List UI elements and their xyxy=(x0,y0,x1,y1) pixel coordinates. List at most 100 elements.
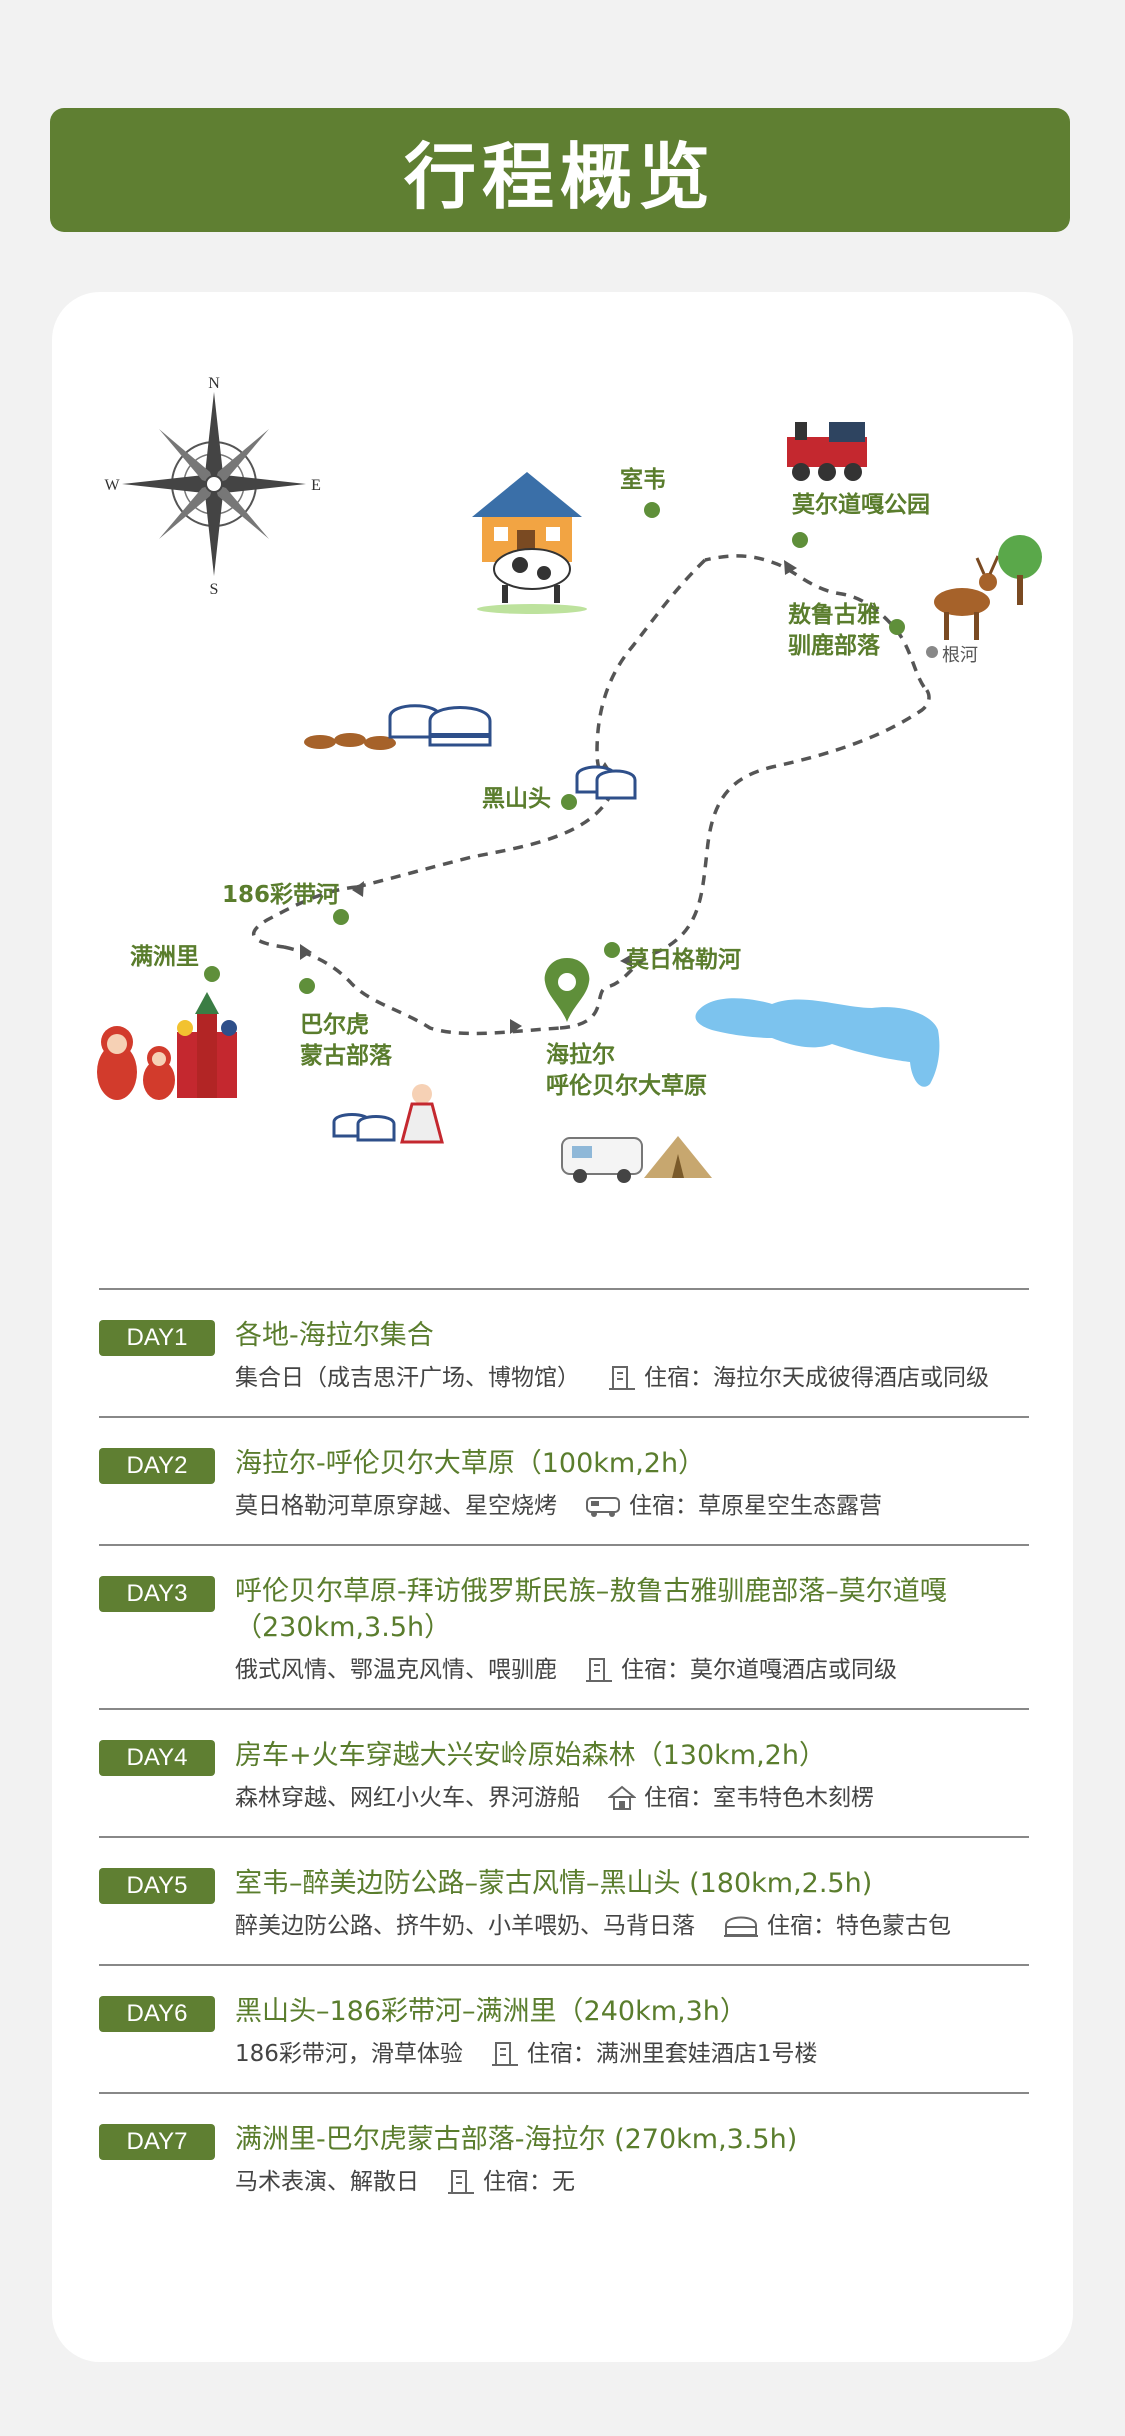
map-label-moergele: 莫日格勒河 xyxy=(626,947,741,973)
hotel-icon xyxy=(491,2041,519,2067)
map-node-manzhouli xyxy=(204,966,220,982)
route-map: N S E W xyxy=(52,292,1073,1222)
map-label-caidaihe: 186彩带河 xyxy=(222,882,340,908)
map-label-shiwei: 室韦 xyxy=(620,467,666,493)
day-title: 海拉尔-呼伦贝尔大草原（100km,2h） xyxy=(235,1448,706,1479)
map-node-aolugu xyxy=(889,619,905,635)
map-node-barhu xyxy=(299,978,315,994)
day-stay: 住宿：草原星空生态露营 xyxy=(629,1493,882,1519)
day-activities: 俄式风情、鄂温克风情、喂驯鹿 xyxy=(235,1657,557,1683)
title-banner: 行程概览 xyxy=(50,108,1070,232)
map-label-moerdao: 莫尔道嘎公园 xyxy=(792,492,930,518)
day-stay: 住宿：室韦特色木刻楞 xyxy=(644,1785,874,1811)
day-title: 呼伦贝尔草原-拜访俄罗斯民族–敖鲁古雅驯鹿部落–莫尔道嘎（230km,3.5h） xyxy=(235,1576,947,1643)
compass-icon: N S E W xyxy=(104,375,320,598)
lake-icon xyxy=(695,998,940,1087)
day-desc-row: 莫日格勒河草原穿越、星空烧烤 住宿：草原星空生态露营 xyxy=(235,1490,1029,1522)
day-badge: DAY2 xyxy=(99,1448,215,1484)
map-node-shiwei xyxy=(644,502,660,518)
day-badge: DAY6 xyxy=(99,1996,215,2032)
route-map-graphic: N S E W xyxy=(97,375,1042,1183)
day-title: 满洲里-巴尔虎蒙古部落-海拉尔 (270km,3.5h) xyxy=(235,2124,798,2155)
map-node-moergele xyxy=(604,942,620,958)
day-desc-row: 森林穿越、网红小火车、界河游船 住宿：室韦特色木刻楞 xyxy=(235,1782,1029,1814)
compass-south-label: S xyxy=(210,581,219,598)
day-stay: 住宿：满洲里套娃酒店1号楼 xyxy=(526,2041,818,2067)
day-activities: 莫日格勒河草原穿越、星空烧烤 xyxy=(235,1493,557,1519)
location-pin-icon xyxy=(544,958,590,1022)
map-label-manzhouli: 满洲里 xyxy=(130,944,199,970)
day-stay: 住宿：无 xyxy=(483,2169,575,2195)
itinerary-card: N S E W xyxy=(52,292,1073,2362)
cow-icon xyxy=(477,548,587,614)
day-row: DAY4 房车+火车穿越大兴安岭原始森林（130km,2h） 森林穿越、网红小火… xyxy=(99,1708,1029,1836)
hotel-icon xyxy=(585,1657,613,1683)
horses-icon xyxy=(304,733,396,750)
route-arrow-icon xyxy=(620,954,632,967)
yurt-icon xyxy=(723,1913,759,1939)
day-row: DAY1 各地-海拉尔集合 集合日（成吉思汗广场、博物馆） 住宿：海拉尔天成彼得… xyxy=(99,1288,1029,1416)
house-icon xyxy=(608,1785,636,1811)
day-stay: 住宿：特色蒙古包 xyxy=(767,1913,951,1939)
map-label-genhe: 根河 xyxy=(942,645,978,666)
day-badge: DAY1 xyxy=(99,1320,215,1356)
yurt-icon xyxy=(575,765,637,800)
day-title: 室韦–醉美边防公路–蒙古风情–黑山头 (180km,2.5h) xyxy=(235,1868,873,1899)
route-arrow-icon xyxy=(300,944,312,960)
day-title: 各地-海拉尔集合 xyxy=(235,1320,434,1351)
day-row: DAY2 海拉尔-呼伦贝尔大草原（100km,2h） 莫日格勒河草原穿越、星空烧… xyxy=(99,1416,1029,1544)
map-label-barhu: 巴尔虎 蒙古部落 xyxy=(300,1012,392,1069)
day-row: DAY7 满洲里-巴尔虎蒙古部落-海拉尔 (270km,3.5h) 马术表演、解… xyxy=(99,2092,1029,2220)
day-desc-row: 集合日（成吉思汗广场、博物馆） 住宿：海拉尔天成彼得酒店或同级 xyxy=(235,1362,1029,1394)
hotel-icon xyxy=(447,2169,475,2195)
deer-icon xyxy=(934,555,1000,640)
day-badge: DAY7 xyxy=(99,2124,215,2160)
matryoshka-icon xyxy=(97,1026,175,1100)
route-path xyxy=(251,554,931,1036)
tent-icon xyxy=(644,1136,712,1178)
day-activities: 集合日（成吉思汗广场、博物馆） xyxy=(235,1365,580,1391)
map-node-genhe xyxy=(926,646,938,658)
day-badge: DAY4 xyxy=(99,1740,215,1776)
day-desc-row: 186彩带河，滑草体验 住宿：满洲里套娃酒店1号楼 xyxy=(235,2038,1029,2070)
day-row: DAY3 呼伦贝尔草原-拜访俄罗斯民族–敖鲁古雅驯鹿部落–莫尔道嘎（230km,… xyxy=(99,1544,1029,1708)
route-arrow-icon xyxy=(784,560,797,575)
day-desc-row: 马术表演、解散日 住宿：无 xyxy=(235,2166,1029,2198)
day-stay: 住宿：莫尔道嘎酒店或同级 xyxy=(621,1657,897,1683)
map-label-heishantou: 黑山头 xyxy=(482,786,551,812)
map-node-caidaihe xyxy=(333,909,349,925)
day-activities: 186彩带河，滑草体验 xyxy=(235,2041,463,2067)
performer-icon xyxy=(400,1084,444,1144)
map-node-heishantou xyxy=(561,794,577,810)
yurt-group-icon xyxy=(388,704,492,747)
day-title: 房车+火车穿越大兴安岭原始森林（130km,2h） xyxy=(235,1740,826,1771)
day-stay: 住宿：海拉尔天成彼得酒店或同级 xyxy=(644,1365,989,1391)
day-badge: DAY3 xyxy=(99,1576,215,1612)
day-desc-row: 醉美边防公路、挤牛奶、小羊喂奶、马背日落 住宿：特色蒙古包 xyxy=(235,1910,1029,1942)
compass-west-label: W xyxy=(104,477,120,494)
train-icon xyxy=(787,422,867,481)
route-arrow-icon xyxy=(352,881,364,897)
day-title: 黑山头–186彩带河–满洲里（240km,3h） xyxy=(235,1996,747,2027)
yurt-group-icon xyxy=(332,1113,396,1142)
day-badge: DAY5 xyxy=(99,1868,215,1904)
map-label-hailaer: 海拉尔 呼伦贝尔大草原 xyxy=(546,1042,707,1099)
day-row: DAY6 黑山头–186彩带河–满洲里（240km,3h） 186彩带河，滑草体… xyxy=(99,1964,1029,2092)
camper-van-icon xyxy=(561,1137,643,1183)
kremlin-icon xyxy=(177,992,237,1098)
day-row: DAY5 室韦–醉美边防公路–蒙古风情–黑山头 (180km,2.5h) 醉美边… xyxy=(99,1836,1029,1964)
hotel-icon xyxy=(608,1365,636,1391)
day-activities: 森林穿越、网红小火车、界河游船 xyxy=(235,1785,580,1811)
tree-icon xyxy=(998,535,1042,605)
map-label-aolugu: 敖鲁古雅 驯鹿部落 xyxy=(788,602,880,659)
page-title: 行程概览 xyxy=(403,134,716,219)
map-node-moerdao xyxy=(792,532,808,548)
compass-east-label: E xyxy=(311,477,321,494)
camper-icon xyxy=(585,1493,621,1519)
compass-north-label: N xyxy=(208,375,220,392)
day-desc-row: 俄式风情、鄂温克风情、喂驯鹿 住宿：莫尔道嘎酒店或同级 xyxy=(235,1654,1029,1686)
day-activities: 醉美边防公路、挤牛奶、小羊喂奶、马背日落 xyxy=(235,1913,695,1939)
day-activities: 马术表演、解散日 xyxy=(235,2169,419,2195)
route-arrow-icon xyxy=(510,1019,522,1034)
itinerary-list: DAY1 各地-海拉尔集合 集合日（成吉思汗广场、博物馆） 住宿：海拉尔天成彼得… xyxy=(99,1288,1029,2220)
